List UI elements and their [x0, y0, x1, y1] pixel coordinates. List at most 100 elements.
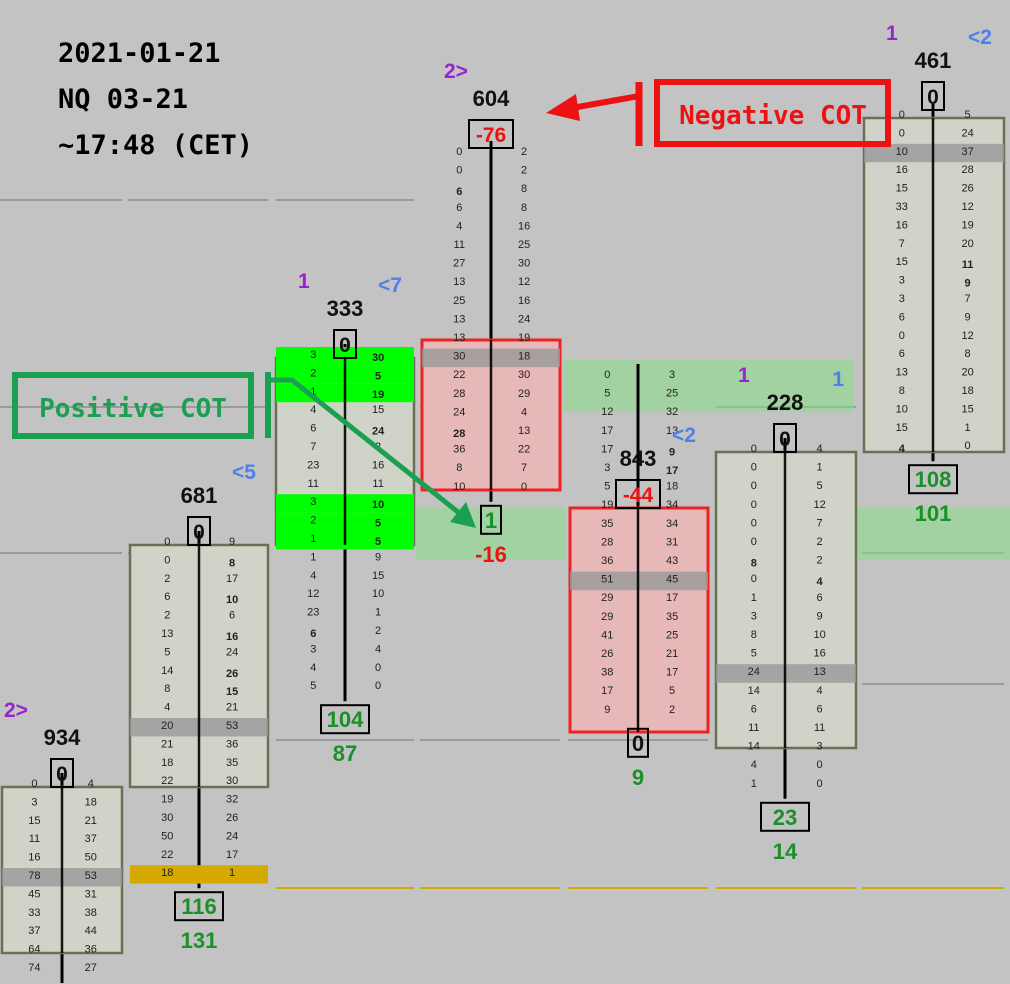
bid-value: 18 [161, 757, 173, 769]
bid-value: 0 [751, 480, 757, 492]
cot-box [50, 758, 74, 788]
ask-value: 38 [85, 907, 97, 919]
ask-value: 5 [965, 109, 971, 121]
ask-value: 24 [372, 426, 385, 438]
ask-value: 2 [817, 536, 823, 548]
cot-value: 0 [779, 428, 791, 451]
bid-value: 29 [601, 611, 613, 623]
ask-value: 17 [666, 465, 678, 477]
negative-cot-arrow-head [546, 94, 580, 121]
cot-value: 0 [927, 86, 939, 109]
ask-value: 35 [666, 611, 678, 623]
ask-value: 17 [666, 592, 678, 604]
ask-value: 21 [666, 648, 678, 660]
bottom-top-value: 116 [181, 894, 217, 919]
ask-value: 9 [965, 311, 971, 323]
bottom-box [174, 891, 224, 922]
ask-value: 3 [817, 741, 823, 753]
bid-value: 29 [601, 592, 613, 604]
bid-value: 16 [896, 219, 908, 231]
ask-value: 10 [813, 629, 825, 641]
ask-value: 30 [518, 369, 530, 381]
green-zone-right [858, 508, 1010, 560]
bid-value: 11 [454, 239, 465, 251]
ask-value: 9 [669, 446, 675, 458]
marker-right: <5 [232, 461, 256, 484]
ask-value: 5 [375, 370, 381, 382]
bid-value: 6 [456, 202, 462, 214]
bid-value: 2 [164, 573, 170, 585]
ask-value: 21 [226, 702, 238, 714]
ask-value: 22 [518, 444, 530, 456]
ask-value: 7 [817, 517, 823, 529]
ask-value: 5 [375, 518, 381, 530]
bid-value: 0 [751, 536, 757, 548]
ask-value: 16 [518, 220, 530, 232]
ask-value: 24 [518, 313, 530, 325]
bid-value: 37 [28, 925, 40, 937]
ask-value: 2 [375, 625, 381, 637]
ask-value: 4 [375, 643, 381, 655]
positive-cot-label: Positive COT [39, 394, 227, 424]
ask-value: 12 [961, 330, 973, 342]
bid-value: 0 [899, 127, 905, 139]
bid-value: 3 [31, 796, 37, 808]
bid-value: 8 [751, 558, 757, 570]
bid-value: 13 [161, 628, 173, 640]
bid-value: 4 [164, 702, 170, 714]
bid-value: 3 [751, 610, 757, 622]
row-highlight [130, 865, 268, 884]
bid-value: 41 [601, 629, 613, 641]
ask-value: 29 [518, 388, 530, 400]
ask-value: 15 [226, 686, 238, 698]
ask-value: 19 [372, 389, 384, 401]
bid-value: 7 [899, 238, 905, 250]
bid-value: 0 [456, 165, 462, 177]
ask-value: 9 [375, 551, 381, 563]
bid-value: 22 [161, 849, 173, 861]
ask-value: 32 [666, 406, 678, 418]
negative-cot-callout: Negative COT [546, 79, 891, 147]
ask-value: 4 [521, 406, 527, 418]
ask-value: 25 [666, 388, 678, 400]
green-zone-upper [564, 360, 854, 412]
marker-right: <2 [672, 424, 696, 447]
bid-value: 28 [453, 388, 465, 400]
bid-value: 30 [453, 351, 465, 363]
cot-box [187, 516, 211, 546]
ask-value: 16 [813, 648, 825, 660]
bid-value: 4 [310, 404, 316, 416]
bid-value: 0 [751, 517, 757, 529]
bid-value: 8 [751, 629, 757, 641]
ask-value: 53 [85, 870, 97, 882]
bid-value: 0 [751, 443, 757, 455]
bottom-box [480, 504, 502, 535]
ask-value: 4 [817, 576, 824, 588]
bid-value: 13 [453, 332, 465, 344]
marker-left: 1 [886, 22, 898, 45]
ask-value: 30 [518, 258, 530, 270]
bid-value: 6 [164, 591, 170, 603]
bid-value: 0 [456, 146, 462, 158]
bottom-value: -16 [475, 542, 507, 567]
bottom-top-value: 1 [485, 508, 497, 533]
cot-value: -76 [476, 124, 506, 147]
bid-value: 20 [161, 720, 173, 732]
cot-box [615, 479, 661, 509]
ask-value: 8 [521, 202, 527, 214]
bid-value: 78 [28, 870, 40, 882]
bid-value: 1 [751, 778, 757, 790]
bid-value: 19 [161, 794, 173, 806]
candle-volume: 604 [473, 86, 510, 111]
negative-cot-arrow-line [571, 93, 640, 111]
bottom-top-value: 0 [632, 731, 644, 756]
bid-value: 0 [604, 369, 610, 381]
bid-value: 6 [751, 703, 757, 715]
bid-value: 17 [601, 685, 613, 697]
bid-value: 18 [161, 867, 173, 879]
ask-value: 10 [372, 588, 384, 600]
ask-value: 37 [85, 833, 97, 845]
ask-value: 18 [85, 796, 97, 808]
